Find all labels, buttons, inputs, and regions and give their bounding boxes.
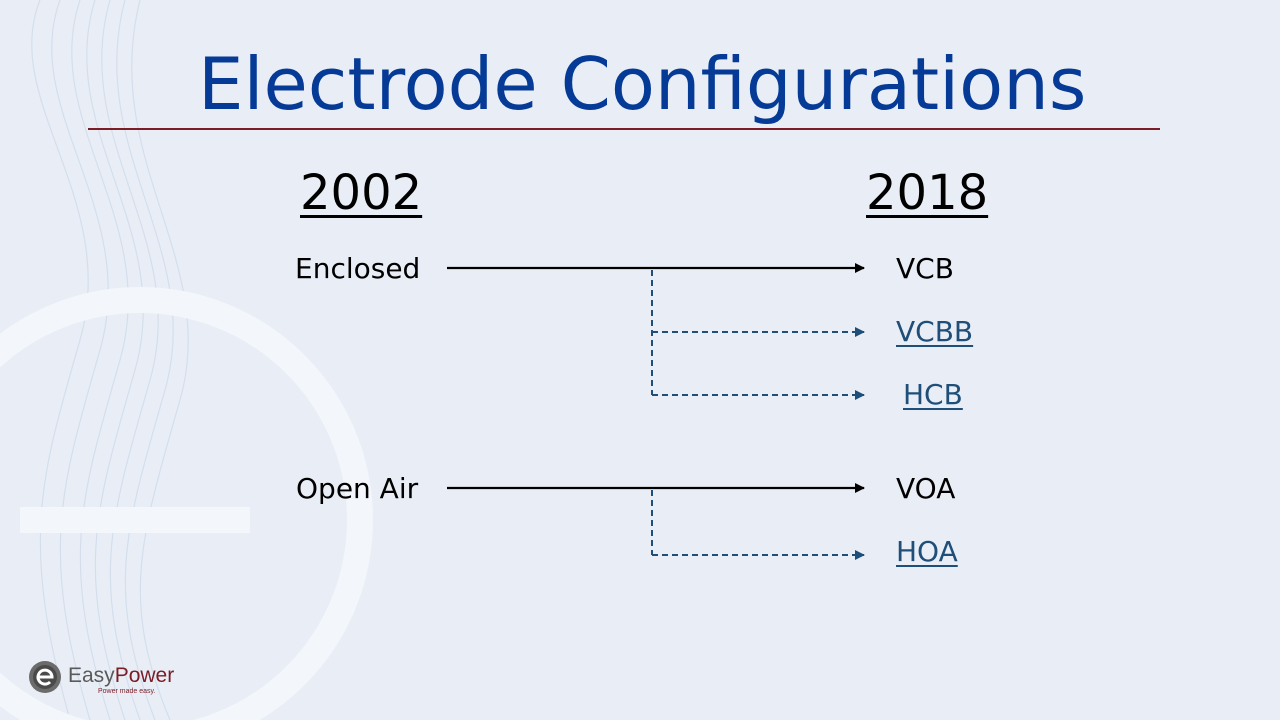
source-label-enclosed: Enclosed (295, 252, 421, 285)
logo-wordmark: EasyPower (68, 664, 175, 687)
column-header-2018: 2018 (866, 165, 989, 221)
easypower-logo-icon (29, 661, 61, 693)
column-header-2002: 2002 (300, 165, 423, 221)
target-link-hcb[interactable]: HCB (903, 378, 963, 411)
target-label-vcb: VCB (896, 252, 954, 285)
target-link-vcbb[interactable]: VCBB (896, 315, 974, 348)
target-label-voa: VOA (896, 472, 956, 505)
target-link-hoa[interactable]: HOA (896, 535, 958, 568)
source-label-open-air: Open Air (296, 472, 419, 505)
slide-title: Electrode Configurations (198, 42, 1087, 126)
logo-tagline: Power made easy. (98, 688, 156, 695)
title-divider (88, 128, 1160, 130)
